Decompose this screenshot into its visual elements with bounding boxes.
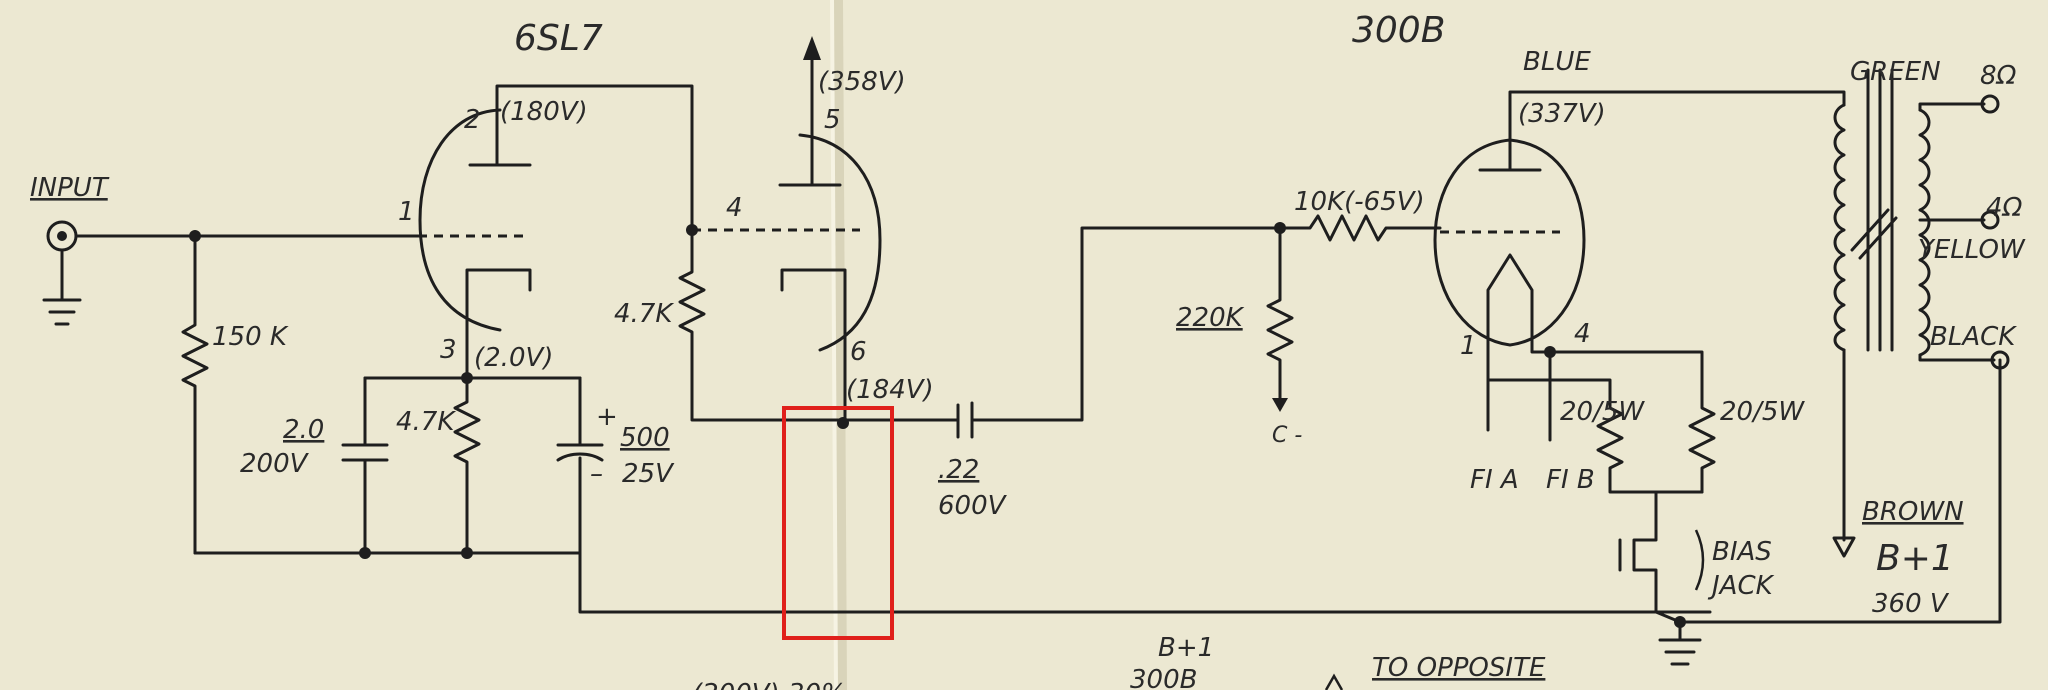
pin-4-label: 4 — [726, 193, 743, 223]
note-to-opposite: TO OPPOSITE — [1372, 653, 1546, 683]
plate-resistor-label: 4.7K — [614, 299, 674, 329]
filament-resistor-a-label: 20/5W — [1560, 397, 1645, 427]
cathode-resistor-label: 4.7K — [396, 407, 456, 437]
paper-fold — [833, 0, 847, 690]
note-bplus-300b-2: 300B — [1130, 665, 1197, 690]
cathode-cap-2uf — [341, 376, 389, 555]
transformer-feedback-mark — [1850, 208, 1898, 260]
terminal-4ohm[interactable] — [1980, 210, 2000, 230]
highlight-box — [782, 406, 894, 640]
bplus-voltage: 360 V — [1872, 589, 1950, 619]
bias-resistor-220k — [1266, 226, 1294, 407]
pin-1-label: 1 — [398, 197, 415, 227]
pin-1b-label: 1 — [1460, 331, 1477, 361]
voltage-cathode-b: (184V) — [846, 375, 934, 405]
wire-black-label: BLACK — [1930, 322, 2017, 352]
voltage-supply: (358V) — [818, 67, 906, 97]
supply-arrow-icon — [803, 36, 821, 60]
junction-cathode-b — [837, 417, 849, 429]
wire-green-label: GREEN — [1850, 57, 1941, 87]
grid-stopper-10k — [1278, 214, 1442, 242]
coupling-cap-value: .22 — [938, 455, 979, 485]
output-ground-symbol — [1658, 620, 1702, 666]
filament-wiring — [1486, 328, 1704, 442]
filament-b-label: FI B — [1546, 465, 1595, 495]
grid-resistor-150k — [181, 234, 209, 555]
300b-plate — [1478, 90, 1846, 172]
input-ground-symbol — [42, 248, 82, 326]
wire-blue-label: BLUE — [1523, 47, 1591, 77]
coupling-cap-voltage: 600V — [938, 491, 1008, 521]
pin-4b-label: 4 — [1574, 319, 1591, 349]
transformer-secondary — [1918, 108, 1931, 357]
300b-envelope — [1433, 138, 1586, 347]
bias-jack-label-1: BIAS — [1712, 537, 1772, 567]
terminal-black[interactable] — [1990, 350, 2010, 370]
output-tube-label: 300B — [1352, 10, 1445, 51]
junction-filament — [1544, 346, 1556, 358]
triode-a-envelope — [418, 108, 502, 332]
input-label: INPUT — [30, 173, 110, 203]
pin-5-label: 5 — [824, 105, 841, 135]
cathode-cap-voltage: 200V — [240, 449, 310, 479]
wire-brown-label: BROWN — [1862, 497, 1964, 527]
transformer-primary — [1833, 103, 1846, 352]
cathode-resistor-4k7 — [453, 376, 481, 555]
secondary-taps — [1918, 102, 1996, 362]
tap-4-label: 4Ω — [1986, 193, 2023, 223]
bias-jack-bracket — [1694, 529, 1705, 591]
300b-filament — [1486, 253, 1534, 332]
bias-resistor-label: 220K — [1176, 303, 1245, 333]
return-wire — [1654, 358, 2002, 624]
voltage-plate-a: (180V) — [500, 97, 588, 127]
filament-resistor-b — [1688, 396, 1716, 494]
cathode-cap-value: 2.0 — [283, 415, 324, 445]
bplus-arrow-icon — [1832, 536, 1856, 558]
note-bplus-300b-1: B+1 — [1158, 633, 1214, 663]
bias-arrow-icon — [1272, 398, 1288, 412]
ecap-voltage: 25V — [622, 459, 675, 489]
bias-supply-label: C - — [1272, 423, 1302, 448]
note-partial-left: (200V) 30% — [692, 679, 846, 690]
coupling-cap — [956, 226, 1282, 439]
tap-8-label: 8Ω — [1980, 61, 2017, 91]
voltage-plate-300b: (337V) — [1518, 99, 1606, 129]
triode-b-cathode — [780, 268, 847, 422]
ecap-minus: – — [590, 459, 603, 489]
transformer-core — [1866, 68, 1894, 352]
filament-a-label: FI A — [1470, 465, 1519, 495]
bias-jack-symbol[interactable] — [1618, 490, 1658, 614]
triode-a-cathode — [465, 268, 532, 380]
bplus-label: B+1 — [1876, 538, 1954, 579]
electrolytic-cap-500uf — [556, 376, 1712, 614]
pin-2-label: 2 — [464, 105, 481, 135]
filament-resistor-b-label: 20/5W — [1720, 397, 1805, 427]
input-jack[interactable] — [46, 220, 78, 252]
pin-3-label: 3 — [440, 335, 457, 365]
grid-stopper-label: 10K(-65V) — [1294, 187, 1425, 217]
wire-yellow-label: YELLOW — [1918, 235, 2026, 265]
triode-a-plate — [468, 84, 694, 238]
triode-b-envelope — [798, 133, 882, 352]
plate-resistor-4k7 — [678, 228, 960, 422]
bias-jack-label-2: JACK — [1707, 571, 1775, 601]
filament-resistor-a — [1596, 396, 1704, 494]
note-triangle-icon — [1324, 673, 1344, 690]
driver-tube-label: 6SL7 — [514, 18, 603, 59]
voltage-cathode-a: (2.0V) — [474, 343, 553, 373]
triode-b-plate — [778, 43, 842, 187]
terminal-8ohm[interactable] — [1980, 94, 2000, 114]
ecap-plus: + — [596, 402, 618, 432]
ecap-value: 500 — [620, 423, 670, 453]
pin-6-label: 6 — [850, 337, 867, 367]
grid-resistor-label: 150 K — [212, 322, 289, 352]
